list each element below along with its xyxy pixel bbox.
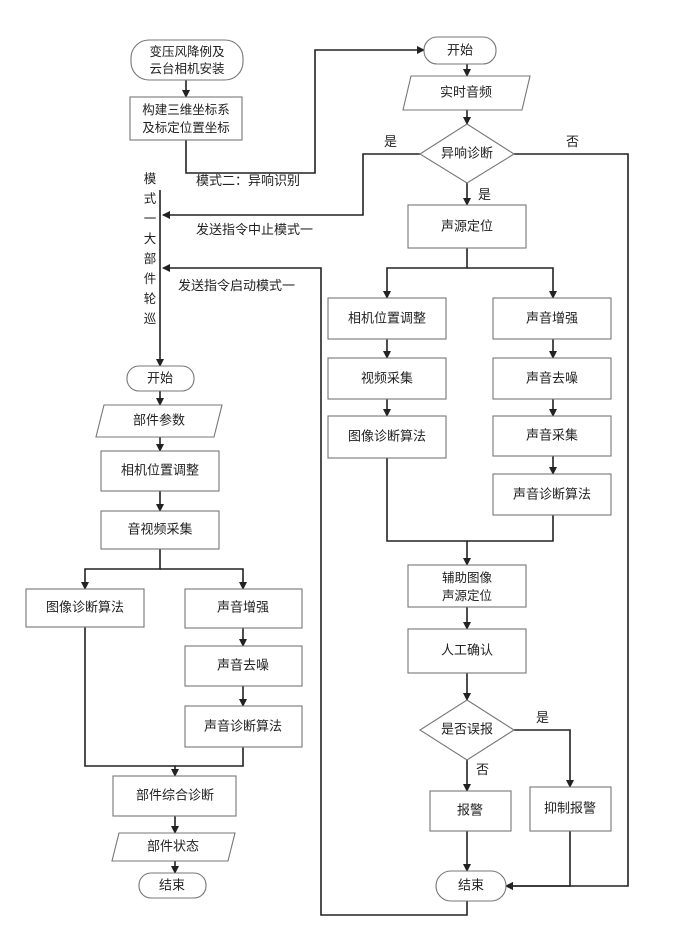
mode-one-char-3: 一 <box>144 211 157 226</box>
right-sound-algo-text: 声音诊断算法 <box>513 487 591 503</box>
assist-locate-text-1: 辅助图像 <box>442 570 493 585</box>
send-start-label: 发送指令启动模式一 <box>178 278 295 294</box>
left-camera-adjust-node: 相机位置调整 <box>101 451 219 491</box>
install-node: 变压风降例及 云台相机安装 <box>131 40 243 80</box>
false-alarm-no-label: 否 <box>476 763 489 778</box>
sound-collect-node: 声音采集 <box>493 416 611 456</box>
left-sound-denoise-node: 声音去噪 <box>185 646 302 686</box>
right-image-algo-node: 图像诊断算法 <box>328 416 446 458</box>
suppress-alarm-node: 抑制报警 <box>530 787 611 831</box>
install-text-2: 云台相机安装 <box>149 61 224 76</box>
realtime-audio-node: 实时音频 <box>403 76 530 110</box>
av-collect-text: 音视频采集 <box>127 522 192 538</box>
right-sound-enhance-node: 声音增强 <box>493 298 611 339</box>
right-start-text: 开始 <box>447 44 473 59</box>
combined-diagnosis-node: 部件综合诊断 <box>113 776 236 816</box>
abnormal-no-label: 否 <box>566 135 579 150</box>
left-image-algo-text: 图像诊断算法 <box>46 601 124 616</box>
video-collect-text: 视频采集 <box>361 371 413 387</box>
build-coord-node: 构建三维坐标系 及标定位置坐标 <box>130 97 242 140</box>
sound-locate-text: 声源定位 <box>441 220 493 235</box>
mode-one-char-7: 轮 <box>144 291 157 306</box>
manual-confirm-text: 人工确认 <box>441 644 493 659</box>
left-start-node: 开始 <box>127 366 194 391</box>
sound-locate-node: 声源定位 <box>408 205 526 248</box>
mode-one-char-8: 巡 <box>144 311 157 326</box>
false-alarm-yes-label: 是 <box>536 711 549 726</box>
right-end-node: 结束 <box>436 871 506 901</box>
right-sound-denoise-text: 声音去噪 <box>526 371 578 387</box>
right-end-text: 结束 <box>458 879 484 894</box>
alarm-node: 报警 <box>430 791 511 831</box>
left-image-algo-node: 图像诊断算法 <box>26 589 144 627</box>
right-sound-denoise-node: 声音去噪 <box>493 358 611 399</box>
video-collect-node: 视频采集 <box>328 358 446 399</box>
mode-one-char-1: 模 <box>144 171 157 186</box>
left-sound-enhance-text: 声音增强 <box>217 600 269 616</box>
abnormal-diagnosis-text: 异响诊断 <box>441 146 493 162</box>
left-sound-denoise-text: 声音去噪 <box>217 658 269 674</box>
left-camera-adjust-text: 相机位置调整 <box>121 464 199 479</box>
abnormal-diagnosis-decision: 异响诊断 <box>420 124 514 183</box>
build-coord-text-1: 构建三维坐标系 <box>142 102 230 117</box>
params-text: 部件参数 <box>133 413 185 429</box>
alarm-text: 报警 <box>457 803 483 819</box>
realtime-audio-text: 实时音频 <box>440 85 492 101</box>
left-sound-algo-node: 声音诊断算法 <box>185 706 302 747</box>
right-sound-enhance-text: 声音增强 <box>526 311 578 327</box>
params-node: 部件参数 <box>96 405 222 437</box>
mode-one-char-6: 件 <box>144 271 157 286</box>
left-end-text: 结束 <box>159 879 185 894</box>
build-coord-text-2: 及标定位置坐标 <box>142 120 230 135</box>
abnormal-yes-left-label: 是 <box>384 135 397 150</box>
mode-one-char-4: 大 <box>144 231 157 246</box>
status-text: 部件状态 <box>147 840 199 855</box>
mode-one-char-5: 部 <box>144 251 157 266</box>
install-text-1: 变压风降例及 <box>149 44 225 59</box>
status-node: 部件状态 <box>112 833 235 861</box>
left-end-node: 结束 <box>139 873 206 898</box>
false-alarm-decision: 是否误报 <box>420 700 514 760</box>
sound-collect-text: 声音采集 <box>526 428 578 444</box>
mode-one-char-2: 式 <box>144 191 157 206</box>
right-sound-algo-node: 声音诊断算法 <box>493 474 611 515</box>
mode-two-label: 模式二：异响识别 <box>196 173 300 189</box>
right-image-algo-text: 图像诊断算法 <box>348 430 426 445</box>
right-camera-adjust-node: 相机位置调整 <box>328 298 446 339</box>
right-camera-adjust-text: 相机位置调整 <box>348 312 426 327</box>
suppress-alarm-text: 抑制报警 <box>544 801 596 817</box>
manual-confirm-node: 人工确认 <box>408 629 526 673</box>
right-start-node: 开始 <box>424 37 496 64</box>
abnormal-yes-down-label: 是 <box>478 188 491 203</box>
assist-locate-node: 辅助图像 声源定位 <box>408 565 526 607</box>
left-sound-enhance-node: 声音增强 <box>185 589 302 628</box>
left-sound-algo-text: 声音诊断算法 <box>204 719 282 735</box>
left-start-text: 开始 <box>147 372 173 387</box>
send-stop-label: 发送指令中止模式一 <box>196 222 313 238</box>
mode-one-side-label: 模 式 一 大 部 件 轮 巡 <box>140 165 158 335</box>
assist-locate-text-2: 声源定位 <box>442 588 492 603</box>
combined-diagnosis-text: 部件综合诊断 <box>136 789 214 804</box>
av-collect-node: 音视频采集 <box>101 511 219 549</box>
false-alarm-text: 是否误报 <box>441 723 493 738</box>
